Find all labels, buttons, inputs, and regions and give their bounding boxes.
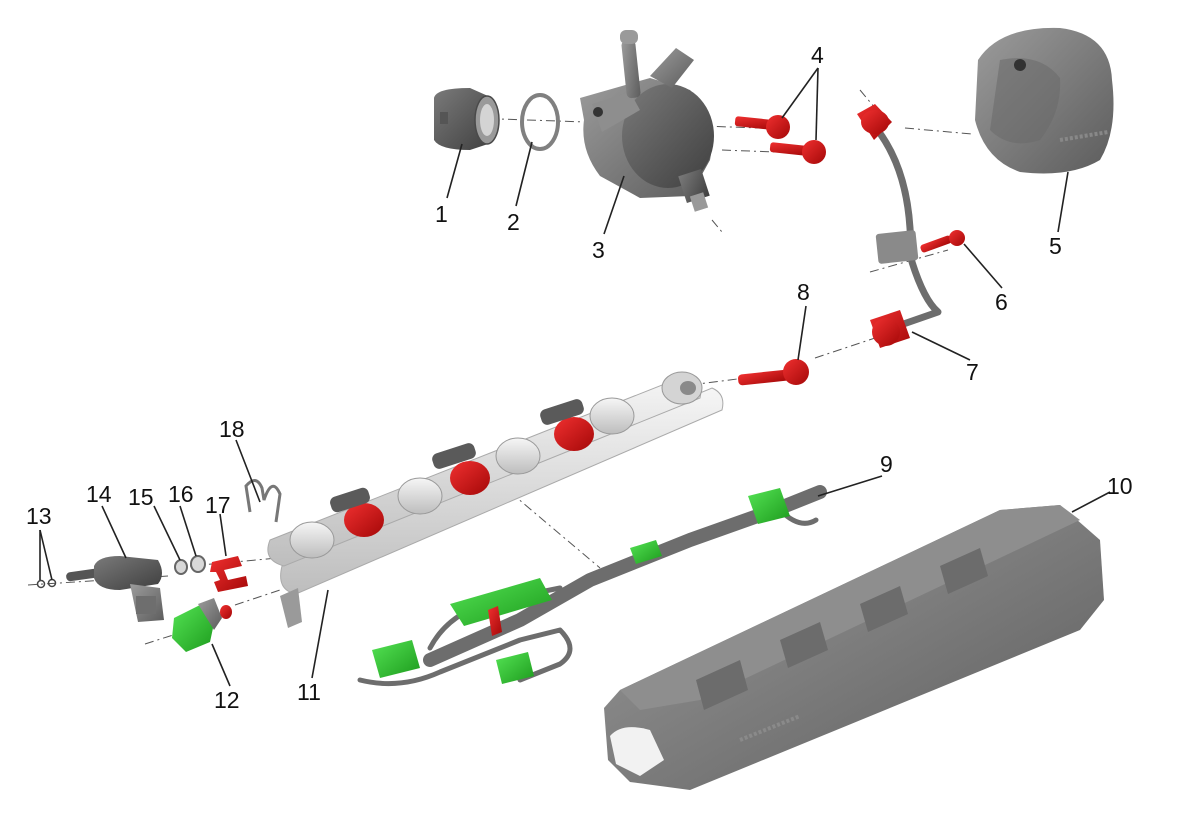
rail-injector-cup-4 (589, 397, 635, 435)
part-4-pump-bolts (734, 115, 826, 164)
callout-13: 13 (26, 503, 52, 529)
callout-17: 17 (205, 492, 231, 518)
callout-9: 9 (880, 451, 893, 477)
callout-2: 2 (507, 209, 520, 235)
part-10-rail-cover (604, 505, 1104, 790)
assembly-axis-lines (27, 89, 973, 645)
part-6-bracket-bolt (920, 230, 965, 253)
part-7-fuel-feed-pipe (857, 104, 942, 348)
callout-15: 15 (128, 484, 154, 510)
callout-14: 14 (86, 481, 112, 507)
callout-16: 16 (168, 481, 194, 507)
rail-injector-cup-3 (495, 399, 594, 475)
callout-labels: 1 2 3 4 5 6 7 8 9 10 11 12 13 14 15 16 1… (26, 42, 1133, 713)
part-3-fuel-pump (580, 30, 714, 212)
part-15-seal-ring (174, 559, 188, 575)
part-1-pump-cap (434, 88, 500, 150)
callout-10: 10 (1107, 473, 1133, 499)
callout-12: 12 (214, 687, 240, 713)
part-8-banjo-bolt (738, 359, 809, 386)
part-5-pump-cover (975, 27, 1114, 174)
rail-injector-cup-2 (397, 443, 490, 515)
callout-4: 4 (811, 42, 824, 68)
callout-3: 3 (592, 237, 605, 263)
callout-8: 8 (797, 279, 810, 305)
part-9-wiring-harness (357, 485, 827, 687)
part-16-seal-ring (190, 555, 206, 573)
callout-6: 6 (995, 289, 1008, 315)
part-18-retaining-clip (244, 479, 282, 523)
part-11-fuel-rail (267, 371, 724, 628)
part-2-o-ring (520, 93, 560, 151)
part-12-pressure-sensor (172, 598, 232, 652)
callout-18: 18 (219, 416, 245, 442)
leader-lines (39, 67, 1111, 687)
callout-5: 5 (1049, 233, 1062, 259)
part-14-injector (66, 556, 164, 622)
callout-1: 1 (435, 201, 448, 227)
callout-7: 7 (966, 359, 979, 385)
callout-11: 11 (297, 679, 321, 705)
part-17-clip (210, 556, 248, 592)
rail-injector-cup-1 (289, 487, 384, 559)
